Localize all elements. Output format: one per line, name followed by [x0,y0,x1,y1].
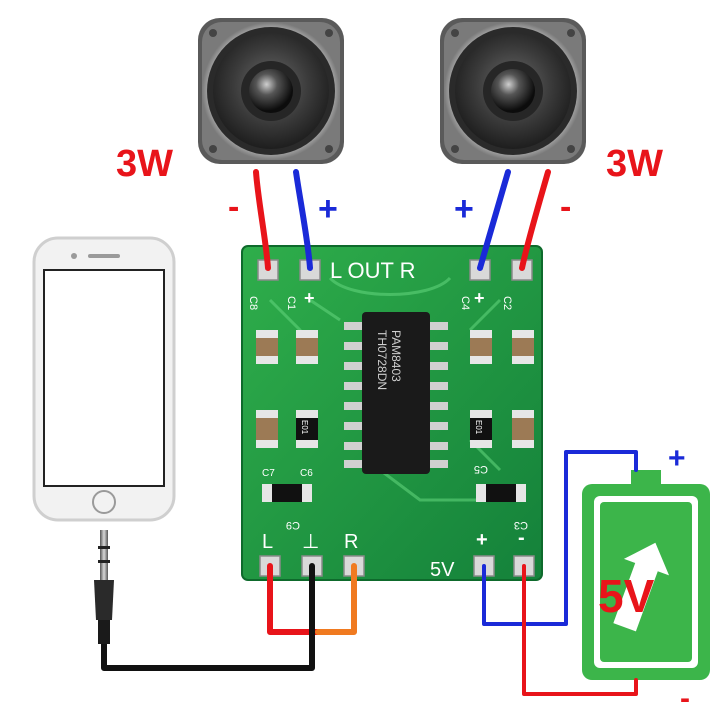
chip-marking-2: TH0728DN [375,330,389,390]
left-speaker-power-label: 3W [116,143,173,185]
board-pin-plus-left: + [304,288,315,308]
silk-label-c8: C8 [247,296,259,310]
chip-marking-1: PAM8403 [389,330,403,382]
audio-jack-plug [94,530,114,644]
silk-label-c9: C9 [286,519,300,531]
silk-label-e01-right: E01 [474,420,483,435]
right-speaker [440,18,586,164]
battery [582,470,710,680]
left-speaker-plus-sign: + [318,190,338,228]
battery-minus-sign: - [680,682,690,715]
wires [101,169,638,696]
input-gnd-label: ⊥ [302,531,319,553]
silk-label-c2: C2 [501,296,513,310]
battery-voltage-label: 5V [598,570,655,622]
left-speaker-minus-sign: - [228,188,239,226]
silk-label-c7: C7 [262,468,275,479]
silk-label-c3: C3 [514,519,528,531]
silk-label-c1: C1 [285,296,297,310]
right-speaker-plus-sign: + [454,190,474,228]
silk-label-e01-left: E01 [300,420,309,435]
silk-label-c5: C5 [474,463,488,475]
right-speaker-power-label: 3W [606,143,663,185]
smartphone [32,236,176,522]
power-plus-label: + [476,529,488,551]
power-minus-label: - [518,527,525,549]
battery-plus-sign: + [668,442,686,475]
power-5v-label: 5V [430,559,455,581]
board-out-label: L OUT R [330,258,416,283]
input-r-label: R [344,531,358,553]
silk-label-c4: C4 [459,296,471,310]
right-speaker-minus-sign: - [560,188,571,226]
silk-label-c6: C6 [300,468,313,479]
left-speaker [198,18,344,164]
board-pin-plus-right: + [474,288,485,308]
input-l-label: L [262,531,273,553]
